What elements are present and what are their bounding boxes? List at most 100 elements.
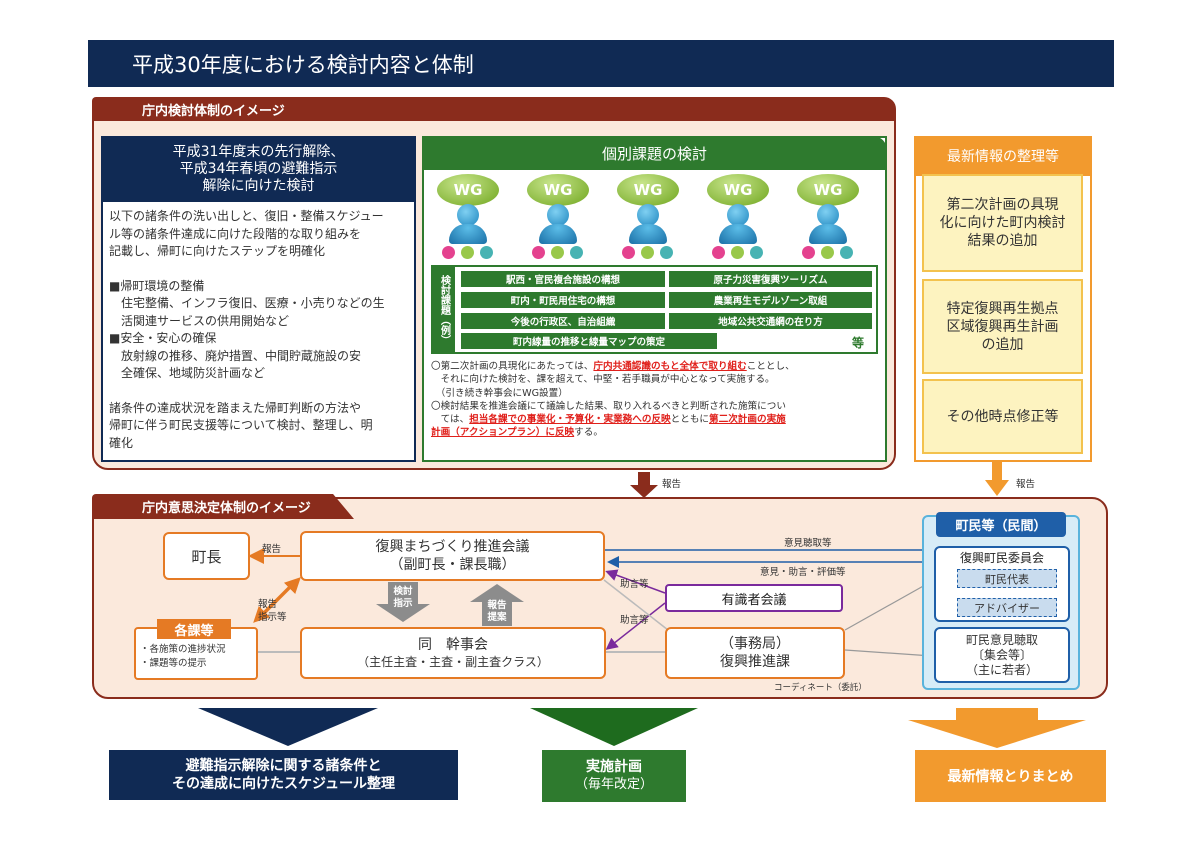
note-highlight: 第二次計画の実施	[709, 414, 786, 426]
topic-item-text: 駅西・官民複合施設の構想	[505, 275, 620, 286]
advisor-text: アドバイザー	[974, 601, 1040, 615]
wg-bubble: WG	[797, 174, 859, 206]
wg-label: WG	[813, 181, 843, 199]
advisor-box: アドバイザー	[957, 598, 1057, 617]
citizens-committee-title: 復興町民委員会	[936, 549, 1068, 566]
departments-item: ・各施策の進捗状況	[140, 644, 226, 655]
citizen-hearing-text: 〔集会等〕	[971, 647, 1032, 662]
latest-info-text: 第二次計画の具現	[946, 197, 1059, 213]
member-icon	[712, 246, 725, 259]
mayor-text: 町長	[191, 547, 222, 566]
wg-bubble: WG	[527, 174, 589, 206]
resumption-heading-line1: 平成31年度末の先行解除、	[172, 143, 345, 160]
person-icon	[547, 204, 569, 226]
departments-heading: 各課等	[157, 619, 231, 639]
note-text: それに向けた検討を、課を超えて、中堅・若手職員が中心となって実施する。	[431, 374, 775, 386]
upper-section-label-text: 庁内検討体制のイメージ	[142, 103, 285, 119]
experts-text: 有識者会議	[721, 592, 787, 608]
resumption-text: 以下の諸条件の洗い出しと、復旧・整備スケジュー	[109, 209, 384, 223]
resumption-text: ■帰町環境の整備	[109, 278, 205, 293]
wg-bubble: WG	[437, 174, 499, 206]
mayor-box: 町長	[163, 532, 250, 580]
upper-section-label: 庁内検討体制のイメージ	[92, 97, 896, 121]
propose-arrow-text: 報告	[487, 600, 507, 611]
lower-section-label-text: 庁内意思決定体制のイメージ	[142, 501, 311, 516]
citizens-heading: 町民等（民間）	[936, 512, 1066, 537]
wg-group-5: WG	[788, 174, 868, 264]
wg-group-2: WG	[518, 174, 598, 264]
person-icon	[817, 204, 839, 226]
wg-label: WG	[723, 181, 753, 199]
secretariat-box: （事務局） 復興推進課	[665, 627, 845, 679]
latest-info-text: その他時点修正等	[946, 408, 1059, 425]
member-icon	[532, 246, 545, 259]
topics-side-label-text: 検討課題（例）	[438, 274, 450, 345]
member-icon	[480, 246, 493, 259]
note-text: する。	[574, 427, 603, 439]
resumption-heading-line2: 平成34年春頃の避難指示	[179, 160, 338, 177]
topic-item-text: 今後の行政区、自治組織	[510, 317, 616, 328]
note-text: 〇検討結果を推進会議にて議論した結果、取り入れるべきと判断された施策につい	[431, 400, 786, 412]
council-title: 復興まちづくり推進会議	[375, 539, 530, 555]
coordinator-label: コーディネート（委託）	[774, 683, 867, 693]
resumption-text: 全確保、地域防災計画など	[109, 366, 266, 380]
citizen-hearing-box: 町民意見聴取 〔集会等〕 （主に若者）	[934, 627, 1070, 683]
resumption-text: 諸条件の達成状況を踏まえた帰町判断の方法や	[109, 400, 362, 415]
output-latest-box: 最新情報とりまとめ	[915, 750, 1106, 802]
resumption-text: 帰町に伴う町民支援等について検討、整理し、明	[109, 418, 373, 432]
member-icon	[840, 246, 853, 259]
issues-heading: 個別課題の検討	[422, 136, 887, 170]
secretariat-text: 復興推進課	[720, 654, 790, 670]
output-plan-box: 実施計画 （毎年改定）	[542, 750, 686, 802]
topic-item: 農業再生モデルゾーン取組	[669, 292, 872, 308]
citizens-heading-text: 町民等（民間）	[955, 519, 1047, 534]
resumption-text: 住宅整備、インフラ復旧、医療・小売りなどの生	[109, 296, 385, 310]
report-arrow-maroon	[630, 472, 658, 498]
note-highlight: 担当各課での事業化・予算化・実業務への反映	[469, 414, 671, 426]
citizen-rep-text: 町民代表	[985, 572, 1029, 586]
advice-label: 助言等	[620, 579, 649, 590]
latest-info-text: 化に向けた町内検討	[939, 215, 1066, 231]
person-icon	[457, 204, 479, 226]
note-highlight: 計画（アクションプラン）に反映	[431, 427, 575, 439]
person-body-icon	[809, 224, 847, 244]
departments-link-text: 指示等	[258, 612, 287, 623]
lower-section-label: 庁内意思決定体制のイメージ	[92, 494, 354, 519]
departments-item: ・課題等の提示	[140, 658, 207, 669]
topic-item-text: 原子力災害復興ツーリズム	[713, 275, 828, 286]
member-icon	[821, 246, 834, 259]
resumption-text: 活関連サービスの供用開始など	[109, 313, 290, 328]
topics-etc: 等	[852, 336, 865, 350]
hearing-label: 意見聴取等	[784, 538, 832, 549]
secretary-committee-subtitle: （主任主査・主査・副主査クラス）	[357, 655, 549, 669]
citizens-committee-text: 復興町民委員会	[959, 551, 1044, 565]
resumption-text: ル等の諸条件達成に向けた段階的な取り組みを	[109, 226, 362, 241]
down-arrow-orange-icon	[908, 708, 1086, 748]
topic-item-text: 町内・町民用住宅の構想	[510, 296, 616, 307]
latest-info-text: 特定復興再生拠点	[946, 300, 1059, 317]
topic-item-text: 地域公共交通網の在り方	[718, 317, 823, 328]
resumption-text: ■安全・安心の確保	[109, 331, 217, 345]
latest-info-text: 結果の追加	[967, 233, 1038, 249]
latest-info-box: 第二次計画の具現 化に向けた町内検討 結果の追加	[922, 174, 1083, 272]
topics-side-label: 検討課題（例）	[433, 267, 455, 352]
topic-item-text: 町内線量の推移と線量マップの策定	[512, 337, 665, 348]
report-label: 報告	[662, 479, 682, 490]
citizen-hearing-text: 町民意見聴取	[965, 632, 1038, 647]
feedback-label: 意見・助言・評価等	[760, 567, 846, 578]
issues-heading-text: 個別課題の検討	[601, 144, 707, 163]
topic-item: 町内線量の推移と線量マップの策定	[461, 333, 717, 349]
instruct-arrow-text: 検討	[393, 586, 413, 597]
person-body-icon	[719, 224, 757, 244]
departments-items: ・各施策の進捗状況 ・課題等の提示	[140, 643, 226, 671]
topic-item: 駅西・官民複合施設の構想	[461, 271, 665, 287]
member-icon	[461, 246, 474, 259]
wg-group-3: WG	[608, 174, 688, 264]
resumption-text: 放射線の推移、廃炉措置、中間貯蔵施設の安	[109, 348, 362, 363]
report-label: 報告	[1016, 479, 1036, 490]
resumption-heading-line3: 解除に向けた検討	[202, 177, 315, 194]
council-subtitle: （副町長・課長職）	[389, 557, 516, 573]
resumption-text: 確化	[109, 435, 134, 450]
person-icon	[637, 204, 659, 226]
person-body-icon	[449, 224, 487, 244]
